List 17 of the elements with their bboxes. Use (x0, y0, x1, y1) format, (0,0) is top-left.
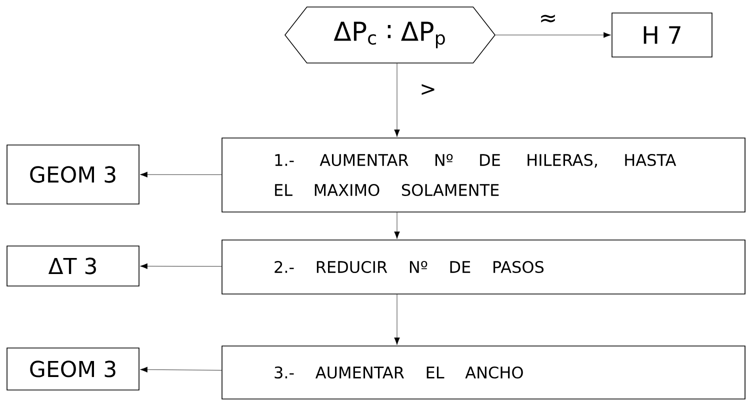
arrow (140, 366, 222, 372)
arrow (140, 263, 222, 270)
arrow (394, 212, 400, 239)
step-box: 1.- AUMENTAR Nº DE HILERAS, HASTA EL MAXIMO SOLAMENTE (222, 138, 746, 212)
reference-box: ΔT 3 (6, 246, 140, 286)
reference-box: H 7 (612, 12, 712, 58)
decision-hexagon: ΔP$_{c}$ ∶ ΔP$_{p}$ (284, 6, 496, 64)
edge-label: ≈ (538, 14, 558, 26)
step-box: 3.- AUMENTAR EL ANCHO (222, 346, 746, 400)
arrow (495, 32, 611, 38)
edge-label: > (418, 83, 438, 97)
reference-box: GEOM 3 (6, 348, 140, 390)
arrow (394, 63, 400, 137)
step-box: 2.- REDUCIR Nº DE PASOS (222, 240, 746, 294)
reference-box: GEOM 3 (6, 144, 140, 204)
arrow (140, 172, 222, 178)
arrow (394, 294, 400, 345)
